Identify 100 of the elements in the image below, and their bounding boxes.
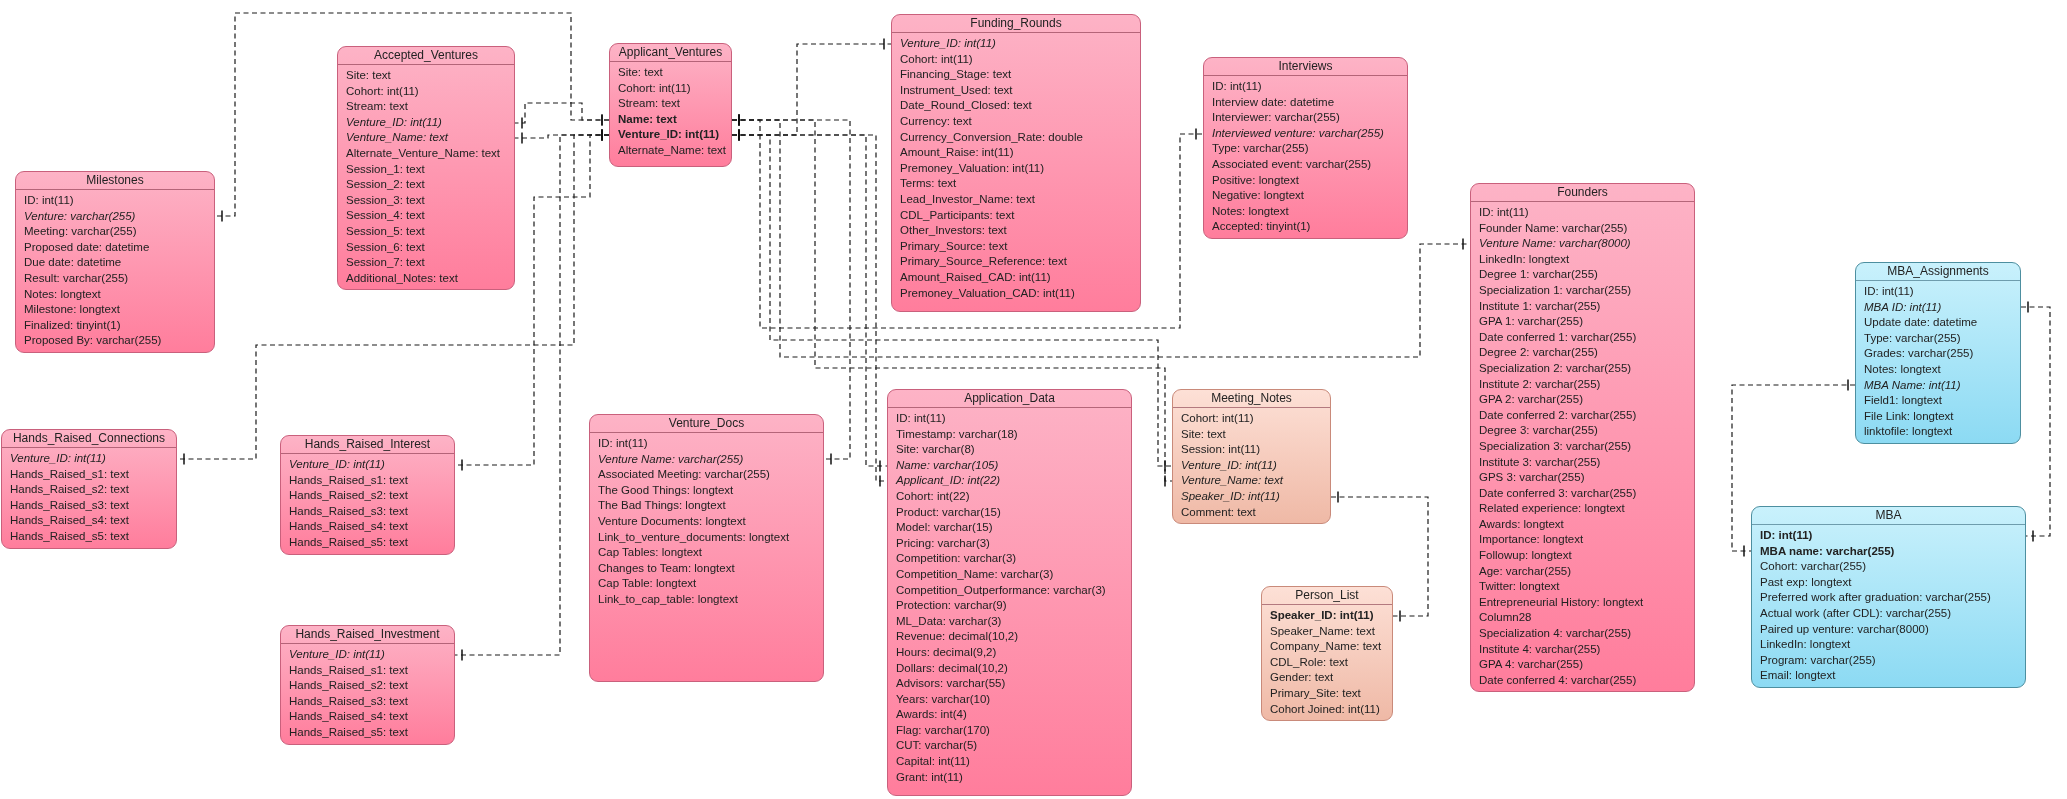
field-row-text: Changes to Team: longtext	[598, 560, 735, 576]
field-row-text: Paired up venture: varchar(8000)	[1760, 621, 1929, 637]
field-row: Due date: datetime	[24, 255, 122, 271]
field-row: Hands_Raised_s4: text	[10, 513, 129, 529]
table-title: Applicant_Ventures	[610, 44, 731, 62]
field-row: GPS 3: varchar(255)	[1479, 470, 1585, 486]
field-row-text: Venture_ID: int(11)	[289, 457, 385, 472]
field-row-text: Finalized: tinyint(1)	[24, 317, 121, 333]
field-row: GPA 4: varchar(255)	[1479, 657, 1583, 673]
table-title: Founders	[1471, 184, 1694, 202]
field-row: Update date: datetime	[1864, 315, 1978, 331]
field-row-text: Primary_Source: text	[900, 238, 1008, 254]
entity-table	[1172, 389, 1331, 525]
field-row: Hands_Raised_s4: text	[289, 709, 408, 725]
field-row-text: Site: text	[618, 65, 663, 80]
field-row-text: Notes: longtext	[24, 286, 101, 302]
field-row-text: Date conferred 4: varchar(255)	[1479, 672, 1637, 688]
field-row-text: Associated event: varchar(255)	[1212, 156, 1372, 172]
field-row-text: Hands_Raised_s3: text	[289, 503, 408, 519]
relationship-line	[454, 128, 610, 662]
field-row-text: Speaker_ID: int(11)	[1270, 608, 1374, 623]
table-title: MBA	[1752, 507, 2025, 525]
field-row-text: Dollars: decimal(10,2)	[896, 660, 1008, 676]
field-row: GPA 1: varchar(255)	[1479, 314, 1583, 330]
field-row-text: Date conferred 2: varchar(255)	[1479, 407, 1637, 423]
field-row-text: CDL_Participants: text	[900, 207, 1015, 223]
field-row: Revenue: decimal(10,2)	[896, 629, 1019, 645]
field-row-text: Institute 3: varchar(255)	[1479, 454, 1601, 470]
field-row: LinkedIn: longtext	[1760, 637, 1851, 653]
field-row: Applicant_ID: int(22)	[896, 473, 1001, 489]
field-row-text: Amount_Raised_CAD: int(11)	[900, 269, 1051, 285]
field-row: Session_4: text	[346, 208, 425, 224]
field-row-text: Venture_ID: int(11)	[900, 36, 996, 51]
field-row-text: Site: text	[346, 68, 391, 83]
field-row-text: File Link: longtext	[1864, 408, 1954, 424]
field-row-text: Link_to_venture_documents: longtext	[598, 529, 790, 545]
table-title: Hands_Raised_Interest	[281, 436, 454, 454]
field-row: Email: longtext	[1760, 668, 1836, 684]
field-row-text: Name: varchar(105)	[896, 457, 999, 473]
field-row-text: Founder Name: varchar(255)	[1479, 220, 1628, 236]
field-row-text: Venture Documents: longtext	[598, 513, 746, 529]
field-row-text: Premoney_Valuation: int(11)	[900, 160, 1045, 176]
field-row-text: Cohort Joined: int(11)	[1270, 701, 1380, 717]
field-row: Cap Table: longtext	[598, 576, 697, 592]
field-row-text: Result: varchar(255)	[24, 270, 129, 286]
field-row-text: Hands_Raised_s5: text	[289, 724, 408, 740]
entity-table	[15, 171, 215, 353]
field-row: Type: varchar(255)	[1212, 141, 1309, 157]
field-row-text: Cohort: int(22)	[896, 488, 970, 504]
field-row-text: MBA ID: int(11)	[1864, 299, 1942, 315]
field-row-text: Cohort: int(11)	[618, 80, 691, 96]
field-row: Proposed By: varchar(255)	[24, 333, 162, 349]
field-row-text: MBA name: varchar(255)	[1760, 543, 1895, 559]
field-row: Amount_Raise: int(11)	[900, 145, 1014, 161]
field-row-text: Alternate_Name: text	[618, 142, 727, 158]
field-row-text: ID: int(11)	[1864, 284, 1914, 299]
field-row: Interviewer: varchar(255)	[1212, 110, 1340, 126]
field-row-text: ML_Data: varchar(3)	[896, 613, 1002, 629]
entity-table	[1470, 183, 1695, 693]
field-row: Specialization 4: varchar(255)	[1479, 626, 1632, 642]
table-title: Milestones	[16, 172, 214, 190]
field-row: Advisors: varchar(55)	[896, 676, 1006, 692]
field-row: Degree 1: varchar(255)	[1479, 267, 1598, 283]
field-row: Session: int(11)	[1181, 442, 1261, 458]
field-row: Gender: text	[1270, 670, 1334, 686]
field-row-text: Institute 4: varchar(255)	[1479, 641, 1601, 657]
table-title: Venture_Docs	[590, 415, 823, 433]
field-row-text: Program: varchar(255)	[1760, 652, 1876, 668]
field-row-text: Cohort: int(11)	[900, 51, 973, 67]
field-row-text: Type: varchar(255)	[1864, 330, 1961, 346]
field-row-text: ID: int(11)	[1760, 528, 1813, 543]
field-row: Company_Name: text	[1270, 639, 1382, 655]
relationship-line	[2020, 300, 2051, 543]
field-row-text: Hands_Raised_s1: text	[10, 466, 129, 482]
table-title: Person_List	[1262, 587, 1392, 605]
field-row: Degree 2: varchar(255)	[1479, 345, 1598, 361]
field-row-text: Pricing: varchar(3)	[896, 535, 990, 551]
field-row: Cohort: varchar(255)	[1760, 559, 1867, 575]
entity-table	[589, 414, 824, 682]
field-row-text: Years: varchar(10)	[896, 691, 991, 707]
field-row-text: Specialization 2: varchar(255)	[1479, 360, 1632, 376]
field-row: Accepted: tinyint(1)	[1212, 219, 1311, 235]
field-row: Hands_Raised_s4: text	[289, 519, 408, 535]
field-row-text: ID: int(11)	[24, 193, 74, 208]
field-row-text: Date conferred 3: varchar(255)	[1479, 485, 1637, 501]
field-row-text: Lead_Investor_Name: text	[900, 191, 1035, 207]
field-row: Terms: text	[900, 176, 957, 192]
field-row-text: Speaker_ID: int(11)	[1181, 488, 1280, 504]
field-row: Session_7: text	[346, 255, 425, 271]
field-row: Negative: longtext	[1212, 188, 1305, 204]
field-row: Financing_Stage: text	[900, 67, 1012, 83]
field-row-text: LinkedIn: longtext	[1479, 251, 1570, 267]
field-row: Date_Round_Closed: text	[900, 98, 1032, 114]
field-row: Twitter: longtext	[1479, 579, 1560, 595]
entity-table	[887, 389, 1132, 796]
field-row-text: Hands_Raised_s1: text	[289, 662, 408, 678]
table-title: Hands_Raised_Investment	[281, 626, 454, 644]
field-row-text: Session_5: text	[346, 223, 425, 239]
field-row: Venture_Name: text	[346, 130, 448, 146]
field-row: Cap Tables: longtext	[598, 545, 702, 561]
